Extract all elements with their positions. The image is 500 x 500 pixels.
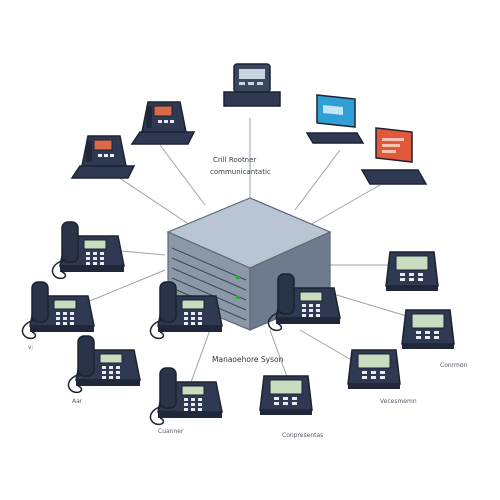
ip-phone-icon bbox=[347, 349, 401, 390]
desk-phone-icon bbox=[149, 367, 223, 426]
label-top-line2: communicantatic bbox=[210, 168, 271, 176]
ip-phone-icon bbox=[385, 251, 439, 292]
label-bottom-center: Conpresentas bbox=[282, 432, 324, 439]
label-bottom-left-b: Cuanner bbox=[158, 428, 184, 435]
desk-phone-icon bbox=[51, 221, 125, 280]
monitor-icon bbox=[305, 94, 365, 144]
label-top-line1: Crill Rootner bbox=[213, 156, 257, 164]
ip-phone-icon bbox=[401, 309, 455, 350]
laptop-icon bbox=[360, 127, 428, 185]
desk-phone-icon bbox=[21, 281, 95, 340]
label-bottom-right-a: Vecesmemn bbox=[380, 398, 417, 405]
top-terminal-icon bbox=[223, 63, 281, 107]
connection-lines bbox=[79, 118, 421, 386]
desk-phone-icon bbox=[71, 135, 135, 179]
label-bottom-left-a: Aar bbox=[72, 398, 83, 405]
label-right-edge: Conrmon bbox=[440, 362, 468, 369]
label-center: Manaoehore Syson bbox=[212, 355, 284, 364]
ip-phone-icon bbox=[259, 375, 313, 416]
desk-phone-icon bbox=[67, 335, 141, 394]
label-left-small: v: bbox=[28, 344, 34, 351]
desk-phone-icon bbox=[131, 101, 195, 145]
